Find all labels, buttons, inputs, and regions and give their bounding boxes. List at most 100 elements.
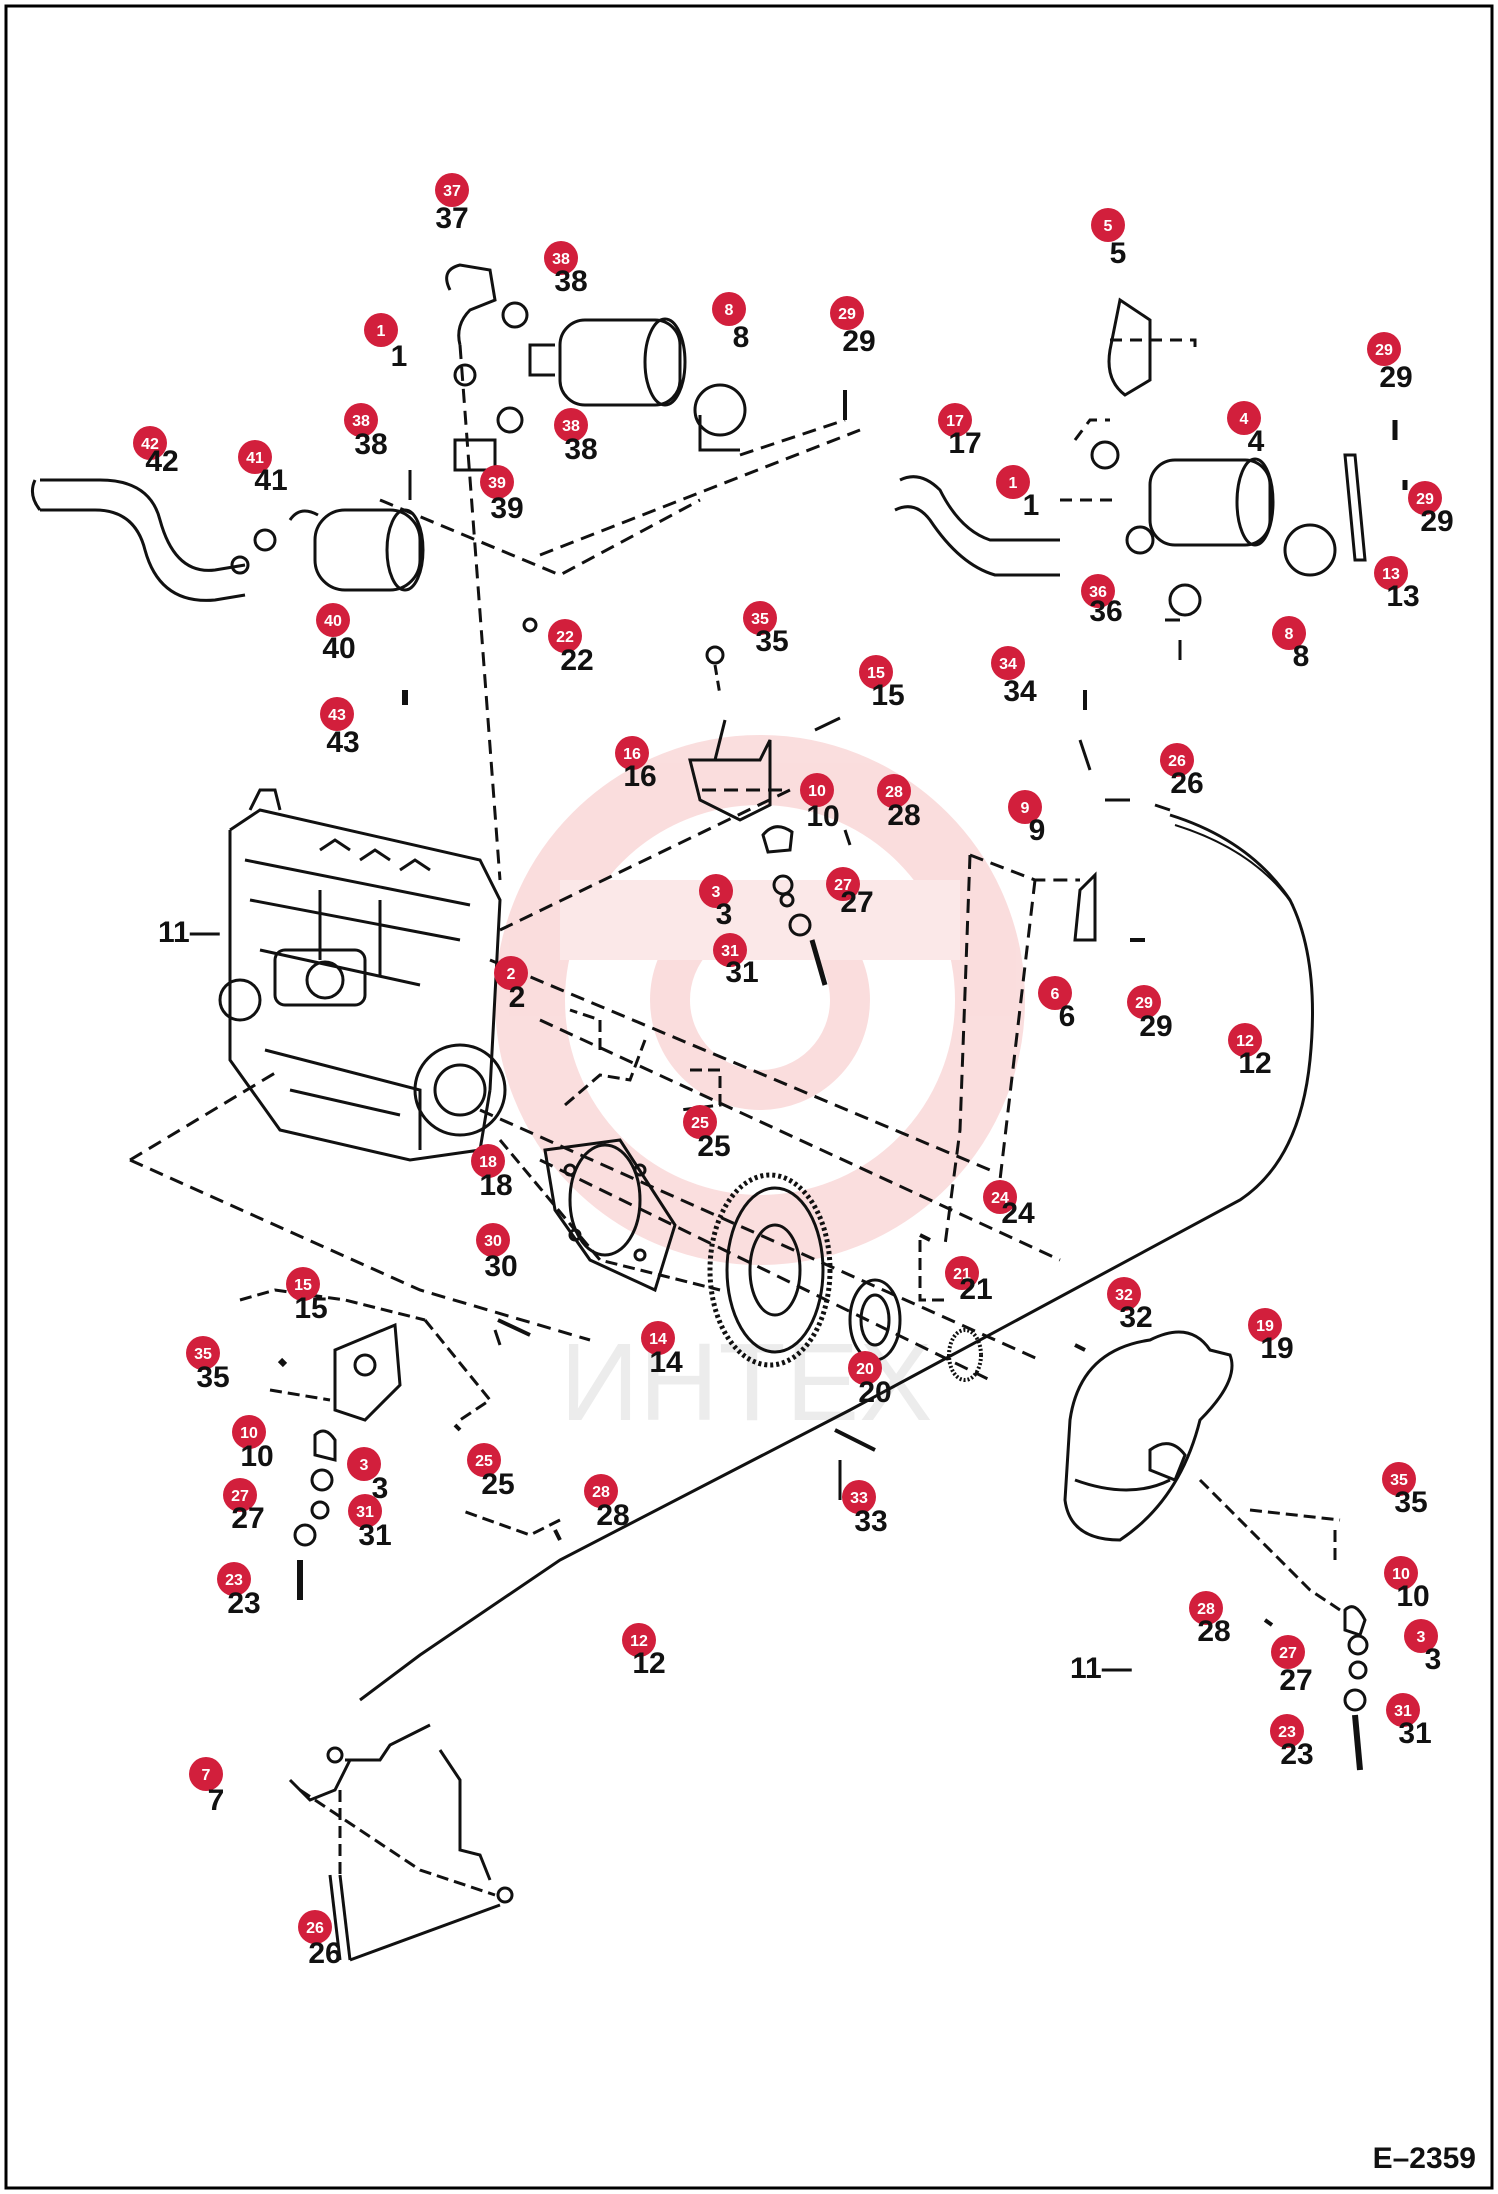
part-number-label: 29	[1139, 1010, 1172, 1043]
callout-badge	[1408, 481, 1442, 515]
callout-badge	[945, 1256, 979, 1290]
callout-badge-number: 31	[356, 1504, 374, 1521]
callout-badge	[480, 465, 514, 499]
callout-badge-number: 24	[991, 1190, 1009, 1207]
callout-badge	[544, 241, 578, 275]
callout-badge-number: 27	[834, 877, 852, 894]
callout-3: 33	[347, 1447, 388, 1505]
part-number-label: 29	[842, 325, 875, 358]
callout-badge-number: 3	[712, 884, 721, 901]
part-number-label: 38	[564, 433, 597, 466]
part-number-label: 41	[254, 464, 287, 497]
part-number-label: 3	[372, 1472, 389, 1505]
callout-badge-number: 19	[1256, 1318, 1274, 1335]
callout-badge	[1189, 1591, 1223, 1625]
part-number-label: 31	[1398, 1717, 1431, 1750]
callout-badge	[1382, 1462, 1416, 1496]
part-number-label: 35	[196, 1361, 229, 1394]
part-number-label: 34	[1003, 675, 1037, 708]
part-number-label: 13	[1386, 580, 1419, 613]
part-number-label: 28	[596, 1499, 629, 1532]
part-number-label: 7	[208, 1784, 225, 1817]
callout-badge	[848, 1351, 882, 1385]
callout-badge-number: 5	[1104, 218, 1113, 235]
part-number-label: 43	[326, 726, 359, 759]
callout-badge-number: 27	[1279, 1645, 1297, 1662]
callout-badge-number: 12	[1236, 1033, 1254, 1050]
part-number-label: 12	[632, 1647, 665, 1680]
callout-badge	[830, 296, 864, 330]
part-number-label: 25	[697, 1130, 730, 1163]
callout-badge-number: 31	[721, 943, 739, 960]
callout-badge-number: 14	[649, 1331, 667, 1348]
part-number-label: 15	[294, 1292, 327, 1325]
part-number-label: 8	[733, 321, 750, 354]
sheet-frame	[4, 4, 1494, 2190]
callout-badge	[1404, 1619, 1438, 1653]
part-number-label: 29	[1379, 361, 1412, 394]
callout-badge	[548, 619, 582, 653]
callout-9: 99	[1008, 790, 1045, 847]
callout-badge	[842, 1480, 876, 1514]
callout-badge-number: 9	[1021, 800, 1030, 817]
callout-8: 88	[1272, 616, 1309, 673]
part-number-label: 12	[1238, 1047, 1271, 1080]
callout-badge	[298, 1910, 332, 1944]
callout-badge-number: 29	[1375, 342, 1393, 359]
callout-badge-number: 37	[443, 183, 461, 200]
callout-badge	[1386, 1693, 1420, 1727]
callout-badge-number: 8	[725, 302, 734, 319]
callout-badge	[996, 465, 1030, 499]
callout-badge	[471, 1144, 505, 1178]
callout-8: 88	[712, 292, 749, 354]
callout-badge-number: 39	[488, 475, 506, 492]
callout-badge-number: 20	[856, 1361, 874, 1378]
callout-badge-number: 40	[324, 613, 342, 630]
callout-badge-number: 17	[946, 413, 964, 430]
callout-badge-number: 27	[231, 1488, 249, 1505]
part-number-label: 26	[1170, 767, 1203, 800]
callout-badge-number: 2	[507, 966, 516, 983]
callout-badge	[189, 1757, 223, 1791]
callout-badge	[826, 867, 860, 901]
callout-badge	[348, 1494, 382, 1528]
callout-badge-number: 29	[838, 306, 856, 323]
callout-badge	[494, 956, 528, 990]
part-number-label: 10	[240, 1440, 273, 1473]
parts-line-art	[30, 263, 1408, 1962]
callout-badge-number: 15	[294, 1277, 312, 1294]
callout-badge-number: 8	[1285, 626, 1294, 643]
part-number-label: 28	[1197, 1615, 1230, 1648]
callout-badge	[364, 313, 398, 347]
callout-badge	[1384, 1556, 1418, 1590]
callout-badge-number: 42	[141, 436, 159, 453]
plain-label-layer: 11—11—	[158, 916, 1132, 1685]
part-number-label: 24	[1001, 1197, 1035, 1230]
part-number-label: 27	[1279, 1664, 1312, 1697]
part-number-label: 10	[1396, 1580, 1429, 1613]
callout-badge	[232, 1415, 266, 1449]
callout-badge	[641, 1321, 675, 1355]
callout-4: 44	[1227, 401, 1265, 458]
callout-badge	[584, 1474, 618, 1508]
callout-badge-number: 26	[1168, 753, 1186, 770]
part-number-label: 14	[649, 1346, 683, 1379]
callout-badge	[316, 603, 350, 637]
